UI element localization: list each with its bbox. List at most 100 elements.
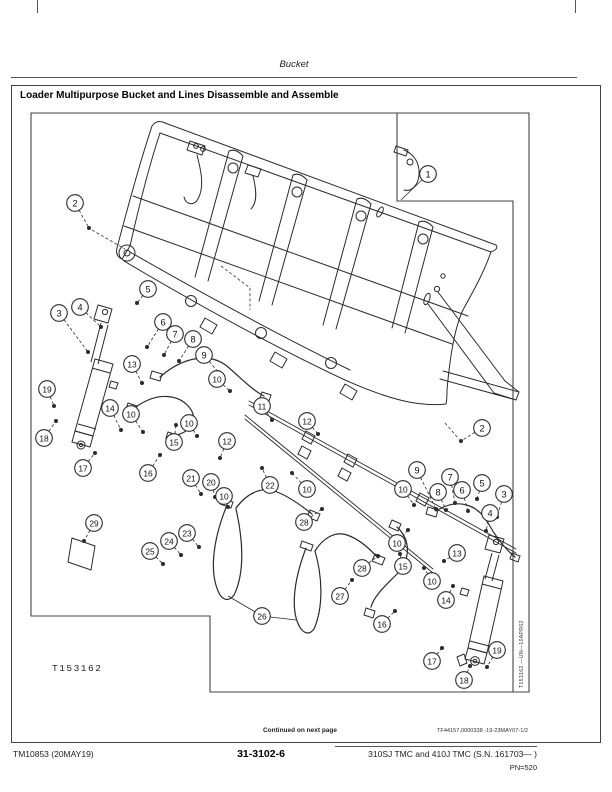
svg-text:7: 7 [447, 473, 452, 483]
left-cylinder-drawing [71, 304, 119, 450]
callout-balloon-16: 16 [373, 609, 397, 633]
callout-balloon-12: 12 [298, 412, 320, 436]
svg-text:9: 9 [414, 466, 419, 476]
callout-balloon-18: 18 [35, 419, 58, 447]
svg-text:2: 2 [72, 199, 77, 209]
svg-text:19: 19 [492, 646, 502, 656]
callout-balloon-29: 29 [82, 514, 103, 543]
callout-balloon-21: 21 [182, 469, 203, 496]
callout-balloon-10: 10 [394, 480, 416, 507]
callout-balloon-14: 14 [437, 584, 455, 609]
svg-text:10: 10 [398, 485, 408, 495]
bucket-drawing [116, 121, 520, 406]
svg-text:8: 8 [435, 488, 440, 498]
svg-text:13: 13 [127, 360, 137, 370]
svg-text:10: 10 [212, 375, 222, 385]
callout-balloon-1: 1 [400, 165, 437, 201]
svg-text:1: 1 [425, 170, 430, 180]
callout-balloon-17: 17 [423, 646, 444, 670]
svg-text:18: 18 [39, 434, 49, 444]
callout-balloon-10: 10 [180, 414, 199, 438]
svg-text:10: 10 [126, 410, 136, 420]
callout-balloon-20: 20 [202, 473, 220, 499]
callout-balloon-17: 17 [74, 451, 97, 477]
svg-text:21: 21 [186, 474, 196, 484]
svg-text:4: 4 [487, 509, 492, 519]
figure-image-number: T153162 [52, 663, 102, 674]
right-cylinder-drawing [456, 534, 505, 667]
callout-balloon-10: 10 [122, 405, 145, 434]
content-frame [11, 85, 601, 743]
footer-rule [335, 746, 537, 747]
svg-text:25: 25 [145, 547, 155, 557]
svg-text:5: 5 [479, 479, 484, 489]
callout-balloon-8: 8 [429, 483, 448, 512]
footer-model-info: 310SJ TMC and 410J TMC (S.N. 161703— ) [368, 749, 537, 759]
callout-balloon-7: 7 [162, 325, 184, 357]
svg-text:12: 12 [302, 417, 312, 427]
callout-balloon-2: 2 [459, 419, 491, 443]
svg-text:19: 19 [42, 385, 52, 395]
callout-balloon-10: 10 [388, 528, 410, 552]
callout-balloon-22: 22 [260, 466, 279, 494]
svg-text:11: 11 [258, 402, 267, 412]
callout-balloon-9: 9 [408, 461, 438, 511]
callout-balloon-19: 19 [38, 380, 56, 408]
callout-balloon-15: 15 [394, 552, 412, 575]
svg-text:15: 15 [398, 562, 408, 572]
svg-text:10: 10 [392, 539, 402, 549]
top-right-tick [575, 0, 576, 13]
callout-balloon-13: 13 [123, 355, 144, 385]
svg-text:6: 6 [459, 486, 464, 496]
svg-text:7: 7 [172, 330, 177, 340]
svg-text:4: 4 [77, 303, 82, 313]
svg-text:3: 3 [56, 309, 61, 319]
callout-balloon-28: 28 [295, 507, 324, 531]
callout-balloon-14: 14 [101, 399, 123, 432]
callout-balloon-28: 28 [353, 554, 380, 577]
callout-balloon-12: 12 [218, 432, 236, 460]
svg-text:24: 24 [164, 537, 174, 547]
callout-balloon-2: 2 [66, 194, 91, 230]
svg-text:20: 20 [206, 478, 216, 488]
callout-balloon-16: 16 [139, 453, 162, 482]
doc-code: TF44157,0000338 -19-23MAY07-1/2 [436, 727, 528, 734]
figure-border [30, 112, 530, 693]
svg-text:14: 14 [441, 596, 451, 606]
callout-balloon-23: 23 [178, 524, 201, 549]
dashed-leaders-static [91, 229, 460, 440]
svg-text:28: 28 [357, 564, 367, 574]
footer-manual-code: TM10853 (20MAY19) [13, 749, 94, 759]
svg-text:26: 26 [257, 612, 267, 622]
continued-note: Continued on next page [262, 727, 338, 734]
callout-balloon-10: 10 [422, 566, 441, 590]
svg-text:5: 5 [145, 285, 150, 295]
svg-text:12: 12 [222, 437, 232, 447]
section-header: Bucket [279, 59, 309, 70]
top-left-tick [37, 0, 38, 13]
svg-text:28: 28 [299, 518, 309, 528]
callout-balloon-10: 10 [215, 487, 233, 509]
svg-text:2: 2 [479, 424, 484, 434]
svg-text:17: 17 [78, 464, 88, 474]
svg-text:10: 10 [219, 492, 229, 502]
callout-balloon-26: 26 [227, 595, 297, 625]
footer-page-number: 31-3102-6 [237, 748, 285, 760]
callout-balloon-4: 4 [481, 504, 499, 533]
svg-text:18: 18 [459, 676, 469, 686]
svg-text:23: 23 [182, 529, 192, 539]
callout-balloon-6: 6 [145, 313, 172, 349]
svg-text:14: 14 [105, 404, 115, 414]
svg-text:29: 29 [89, 519, 99, 529]
svg-text:10: 10 [302, 485, 312, 495]
svg-text:10: 10 [184, 419, 194, 429]
callout-balloon-25: 25 [141, 542, 165, 566]
page-title: Loader Multipurpose Bucket and Lines Dis… [20, 90, 339, 101]
svg-text:13: 13 [452, 549, 462, 559]
hoses-drawing [67, 357, 521, 634]
callout-balloon-13: 13 [442, 544, 466, 563]
svg-text:6: 6 [160, 318, 165, 328]
